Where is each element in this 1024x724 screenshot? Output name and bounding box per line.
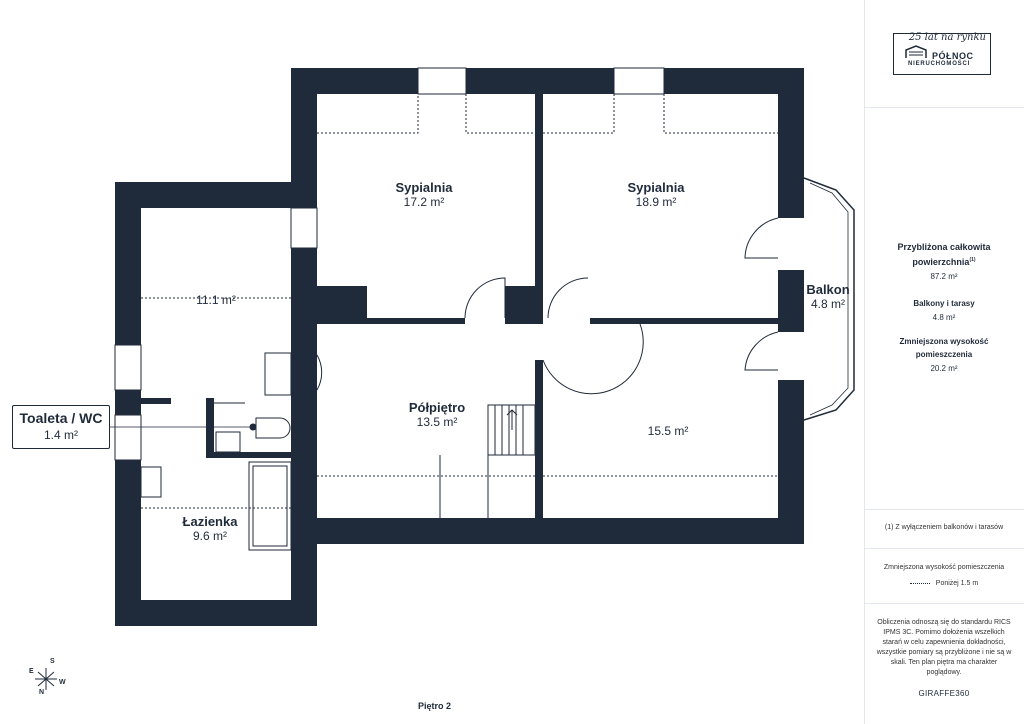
room-label-toaleta: Toaleta / WC 1.4 m² [12, 405, 110, 449]
total-area-block: Przybliżona całkowita powierzchnia(1) 87… [872, 241, 1016, 281]
reduced-title: Zmniejszona wysokość pomieszczenia [899, 337, 989, 359]
company-logo: 25 lat na rynku PÓŁNOC NIERUCHOMOŚCI [893, 32, 991, 75]
reduced-value: 20.2 m² [930, 364, 958, 373]
reduced-height-lines [141, 94, 778, 509]
floor-label: Piętro 2 [418, 701, 452, 711]
room-label-sypialnia-2: Sypialnia 18.9 m² [627, 180, 684, 209]
fixtures [140, 402, 292, 551]
balcony-value: 4.8 m² [932, 313, 956, 322]
logo-sub: NIERUCHOMOŚCI [908, 61, 971, 67]
compass-w: W [59, 679, 66, 686]
room-area: 18.9 m² [635, 195, 677, 209]
divider [864, 509, 1024, 510]
room-area: 11.1 m² [196, 293, 236, 307]
compass-icon [35, 668, 57, 690]
logo-name: PÓŁNOC [932, 51, 974, 61]
room-label-sypialnia-1: Sypialnia 17.2 m² [395, 180, 452, 209]
room-label-balkon: Balkon 4.8 m² [806, 282, 849, 311]
total-note: (1) [969, 257, 976, 263]
total-value: 87.2 m² [930, 272, 958, 281]
reduced-area-block: Zmniejszona wysokość pomieszczenia 20.2 … [872, 335, 1016, 373]
balcony-title: Balkony i tarasy [913, 299, 975, 308]
room-name: Półpiętro [408, 400, 466, 415]
building-logo-icon [905, 45, 927, 58]
brand: GIRAFFE360 [918, 689, 970, 698]
compass-n: N [39, 689, 45, 696]
room-name: Sypialnia [627, 180, 685, 195]
legend-item-label: Poniżej 1.5 m [935, 580, 979, 587]
room-name: Toaleta / WC [19, 410, 103, 426]
room-name: Sypialnia [395, 180, 453, 195]
stairs [439, 404, 536, 518]
disclaimer: Obliczenia odnoszą się do standardu RICS… [876, 619, 1012, 676]
divider [864, 603, 1024, 604]
balcony-outline [803, 177, 855, 421]
legend-title: Zmniejszona wysokość pomieszczenia [883, 564, 1005, 571]
room-name: Balkon [806, 282, 850, 297]
room-label-room-11: 11.1 m² [196, 293, 236, 307]
total-title: Przybliżona całkowita powierzchnia [897, 242, 991, 267]
room-area: 1.4 m² [43, 428, 78, 442]
room-label-polpietro: Półpiętro 13.5 m² [409, 400, 465, 429]
divider [864, 548, 1024, 549]
divider [864, 107, 1024, 108]
doors [264, 217, 779, 396]
room-area: 9.6 m² [192, 529, 228, 543]
dotted-line-icon [909, 582, 930, 584]
balcony-area-block: Balkony i tarasy 4.8 m² [872, 297, 1016, 322]
room-area: 17.2 m² [403, 195, 445, 209]
room-label-room-15: 15.5 m² [648, 424, 689, 438]
room-area: 15.5 m² [647, 424, 689, 438]
room-area: 13.5 m² [416, 415, 458, 429]
windows [114, 67, 665, 461]
walls [115, 68, 804, 626]
logo-tagline: 25 lat na rynku [908, 32, 986, 43]
sidebar [864, 0, 1024, 724]
compass-s: S [50, 658, 55, 665]
room-area: 4.8 m² [810, 297, 845, 311]
room-name: Łazienka [182, 514, 238, 529]
room-label-lazienka: Łazienka 9.6 m² [183, 514, 238, 543]
legend-item: Poniżej 1.5 m [872, 579, 1016, 589]
footnote: (1) Z wyłączeniem balkonów i tarasów [884, 524, 1004, 531]
compass-e: E [29, 668, 34, 675]
